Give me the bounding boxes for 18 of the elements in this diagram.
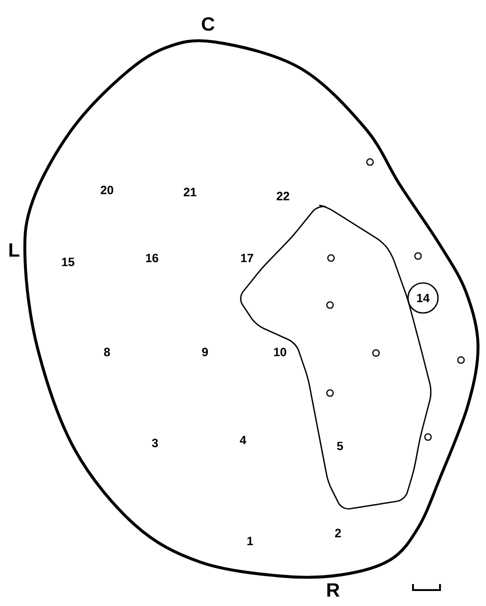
position-letter: R	[327, 583, 340, 597]
region-number: 4	[240, 436, 246, 444]
region-number: 21	[184, 188, 196, 196]
region-number: 15	[62, 258, 74, 266]
region-number: 5	[337, 442, 343, 450]
position-letter: C	[202, 17, 214, 31]
circled-number: 14	[407, 282, 439, 314]
region-number: 9	[202, 348, 208, 356]
region-number: 22	[276, 192, 290, 200]
region-number: 17	[241, 254, 254, 262]
position-letter: L	[9, 243, 20, 257]
region-number: 10	[274, 348, 286, 356]
region-number: 2	[335, 528, 341, 538]
region-number: 20	[100, 186, 114, 194]
region-number: 1	[247, 536, 253, 546]
region-number: 3	[152, 438, 158, 448]
region-number: 16	[146, 254, 158, 262]
region-number: 8	[104, 348, 110, 356]
